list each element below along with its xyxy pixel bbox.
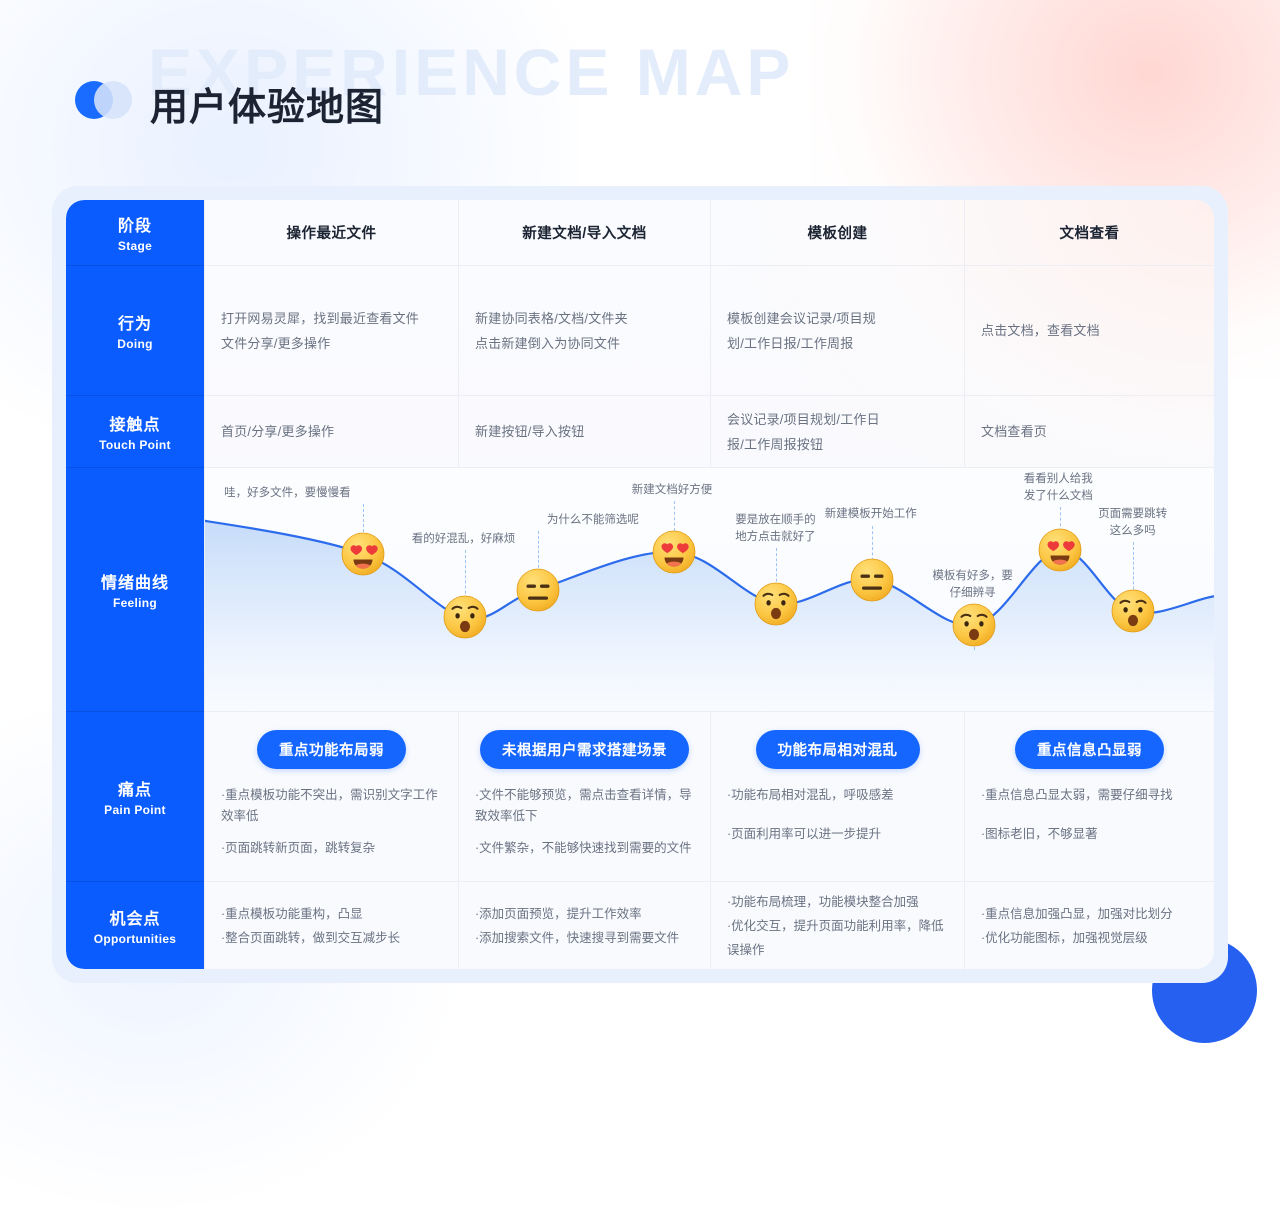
doing-cell-2: 新建协同表格/文档/文件夹 点击新建倒入为协同文件 [458, 266, 710, 396]
neutral-emoji [516, 568, 560, 612]
annotation-dashed-line [537, 531, 539, 587]
emotion-annotation-label: 新建模板开始工作 [824, 508, 917, 520]
row-label-opportunities: 机会点 Opportunities [66, 882, 204, 969]
doing-cell-1: 打开网易灵犀，找到最近查看文件 文件分享/更多操作 [204, 266, 458, 396]
pain-list-3: ·功能布局相对混乱，呼吸感差 ·页面利用率可以进一步提升 [727, 785, 948, 856]
emotion-annotation-label: 模板有好多，要 仔细辨寻 [932, 570, 1013, 599]
annotation-dashed-line [1132, 542, 1134, 614]
emotion-curve-chart: 哇，好多文件，要慢慢看 看的好混乱，好麻烦 为什么不能筛选呢 新建文档好方便 要… [204, 468, 1214, 712]
pain-point-cell-4: 重点信息凸显弱 ·重点信息凸显太弱，需要仔细寻找 ·图标老旧，不够显著 [964, 712, 1214, 882]
pain-item: ·文件繁杂，不能够快速找到需要的文件 [475, 841, 692, 855]
doing-cell-4: 点击文档，查看文档 [964, 266, 1214, 396]
pain-badge-2[interactable]: 未根据用户需求搭建场景 [480, 730, 689, 769]
pain-list-1: ·重点模板功能不突出，需识别文字工作效率低 ·页面跳转新页面，跳转复杂 [221, 785, 442, 870]
stage-cell-3: 模板创建 [710, 200, 964, 266]
row-label-en: Feeling [112, 596, 158, 610]
stage-cell-2: 新建文档/导入文档 [458, 200, 710, 266]
heart-eyes-emoji [341, 532, 385, 576]
row-label-feeling: 情绪曲线 Feeling [66, 468, 204, 712]
row-label-en: Opportunities [93, 932, 177, 946]
annotation-dashed-line [776, 548, 778, 602]
touchpoint-cell-4: 文档查看页 [964, 396, 1214, 468]
annotation-dashed-line [872, 526, 874, 566]
emotion-annotation-label: 页面需要跳转 这么多吗 [1098, 508, 1168, 537]
logo-circle-light [94, 81, 132, 119]
doing-cell-3: 模板创建会议记录/项目规 划/工作日报/工作周报 [710, 266, 964, 396]
pain-item: ·图标老旧，不够显著 [981, 827, 1098, 841]
row-label-en: Stage [117, 239, 153, 253]
page-title: 用户体验地图 [150, 87, 385, 129]
two-circles-icon [75, 81, 132, 119]
pain-item: ·页面跳转新页面，跳转复杂 [221, 841, 376, 855]
worried-emoji [443, 595, 487, 639]
row-label-en: Touch Point [99, 438, 171, 452]
experience-map-grid: 阶段 Stage 操作最近文件 新建文档/导入文档 模板创建 文档查看 行为 D… [66, 200, 1214, 969]
pain-badge-3[interactable]: 功能布局相对混乱 [755, 730, 920, 769]
emotion-annotation-label: 哇，好多文件，要慢慢看 [224, 487, 351, 499]
emotion-annotation-label: 看看别人给我 发了什么文档 [1023, 473, 1093, 502]
emotion-annotation-label: 看的好混乱，好麻烦 [411, 533, 516, 545]
worried-emoji [1111, 589, 1155, 633]
pain-item: ·文件不能够预览，需点击查看详情，导致效率低下 [475, 788, 692, 823]
worried-emoji [952, 603, 996, 647]
touchpoint-cell-1: 首页/分享/更多操作 [204, 396, 458, 468]
pain-point-cell-1: 重点功能布局弱 ·重点模板功能不突出，需识别文字工作效率低 ·页面跳转新页面，跳… [204, 712, 458, 882]
row-label-pain-point: 痛点 Pain Point [66, 712, 204, 882]
row-label-cn: 机会点 [109, 911, 161, 928]
row-label-en: Pain Point [104, 803, 166, 817]
page-header: EXPERIENCE MAP 用户体验地图 [0, 0, 1280, 180]
worried-emoji [754, 582, 798, 626]
pain-point-cell-2: 未根据用户需求搭建场景 ·文件不能够预览，需点击查看详情，导致效率低下 ·文件繁… [458, 712, 710, 882]
opportunity-cell-2: ·添加页面预览，提升工作效率 ·添加搜索文件，快速搜寻到需要文件 [458, 882, 710, 969]
heart-eyes-emoji [1038, 528, 1082, 572]
row-label-cn: 接触点 [109, 417, 161, 434]
row-label-touch-point: 接触点 Touch Point [66, 396, 204, 468]
neutral-emoji [850, 558, 894, 602]
pain-item: ·页面利用率可以进一步提升 [727, 827, 882, 841]
stage-cell-1: 操作最近文件 [204, 200, 458, 266]
pain-list-2: ·文件不能够预览，需点击查看详情，导致效率低下 ·文件繁杂，不能够快速找到需要的… [475, 785, 694, 870]
opportunity-cell-1: ·重点模板功能重构，凸显 ·整合页面跳转，做到交互减步长 [204, 882, 458, 969]
pain-item: ·重点信息凸显太弱，需要仔细寻找 [981, 788, 1173, 802]
row-label-stage: 阶段 Stage [66, 200, 204, 266]
touchpoint-cell-3: 会议记录/项目规划/工作日 报/工作周报按钮 [710, 396, 964, 468]
annotation-dashed-line [465, 550, 467, 624]
pain-item: ·功能布局相对混乱，呼吸感差 [727, 788, 894, 802]
row-label-doing: 行为 Doing [66, 266, 204, 396]
emotion-annotation-label: 要是放在顺手的 地方点击就好了 [735, 514, 816, 543]
watermark-text: EXPERIENCE MAP [148, 35, 795, 109]
pain-point-cell-3: 功能布局相对混乱 ·功能布局相对混乱，呼吸感差 ·页面利用率可以进一步提升 [710, 712, 964, 882]
annotation-dashed-line [1059, 507, 1061, 537]
annotation-dashed-line [363, 504, 365, 532]
map-card-frame: 阶段 Stage 操作最近文件 新建文档/导入文档 模板创建 文档查看 行为 D… [52, 186, 1228, 983]
pain-badge-4[interactable]: 重点信息凸显弱 [1015, 730, 1164, 769]
row-label-cn: 行为 [117, 316, 152, 333]
opportunity-cell-3: ·功能布局梳理，功能模块整合加强 ·优化交互，提升页面功能利用率，降低误操作 [710, 882, 964, 969]
stage-cell-4: 文档查看 [964, 200, 1214, 266]
row-label-cn: 痛点 [117, 782, 152, 799]
emotion-annotation-label: 新建文档好方便 [631, 484, 713, 496]
heart-eyes-emoji [652, 530, 696, 574]
experience-map-card: 阶段 Stage 操作最近文件 新建文档/导入文档 模板创建 文档查看 行为 D… [66, 200, 1214, 969]
pain-item: ·重点模板功能不突出，需识别文字工作效率低 [221, 788, 438, 823]
touchpoint-cell-2: 新建按钮/导入按钮 [458, 396, 710, 468]
opportunity-cell-4: ·重点信息加强凸显，加强对比划分 ·优化功能图标，加强视觉层级 [964, 882, 1214, 969]
annotation-dashed-line [673, 501, 675, 531]
row-label-cn: 情绪曲线 [100, 575, 169, 592]
row-label-en: Doing [117, 337, 153, 351]
pain-badge-1[interactable]: 重点功能布局弱 [257, 730, 406, 769]
pain-list-4: ·重点信息凸显太弱，需要仔细寻找 ·图标老旧，不够显著 [981, 785, 1198, 856]
row-label-cn: 阶段 [117, 218, 152, 235]
emotion-annotation-label: 为什么不能筛选呢 [546, 514, 639, 526]
